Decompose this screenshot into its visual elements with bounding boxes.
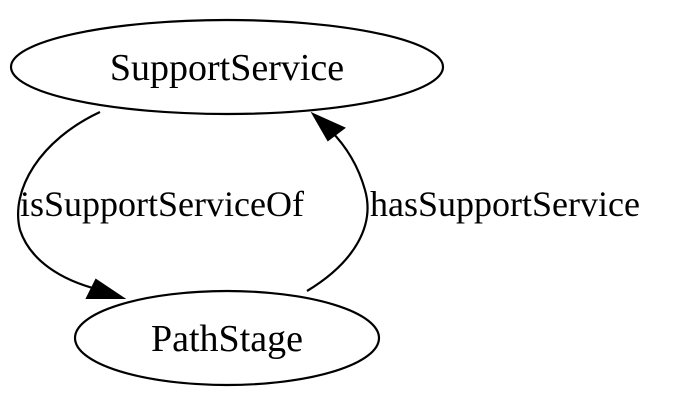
node-path-stage-shape [73,289,381,387]
node-support-service-label: SupportService [110,47,344,89]
edge-has-support-service: hasSupportService [306,111,640,292]
edge-is-support-service-of: isSupportServiceOf [17,111,304,299]
edge-has-support-service-line [306,129,369,292]
node-path-stage-label: PathStage [151,318,303,360]
node-path-stage: PathStage [73,289,381,387]
edge-has-support-service-label: hasSupportService [370,184,640,224]
node-support-service: SupportService [9,18,445,116]
edge-is-support-service-of-line [17,111,101,292]
edge-is-support-service-of-arrowhead [85,278,127,299]
edge-has-support-service-arrowhead [310,111,346,142]
edge-is-support-service-of-label: isSupportServiceOf [20,184,304,224]
node-support-service-shape [9,18,445,116]
